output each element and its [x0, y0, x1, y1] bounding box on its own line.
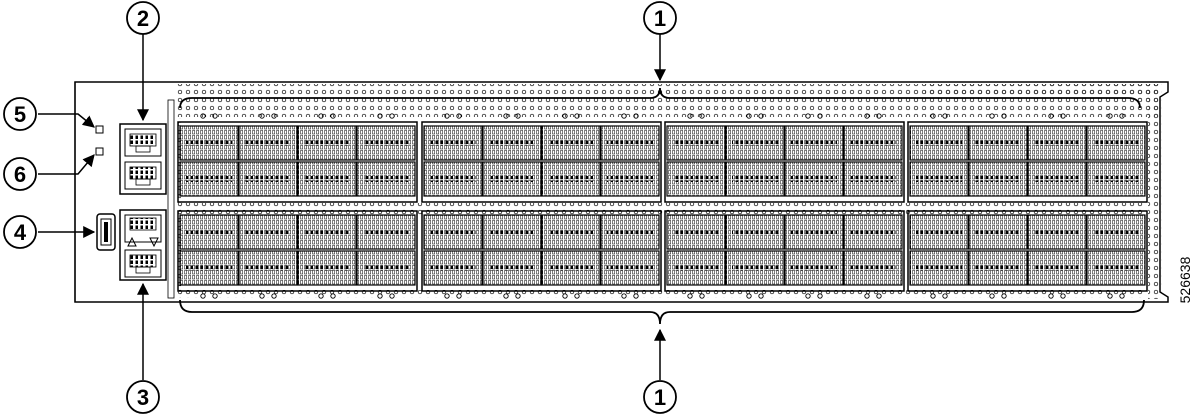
- led-top: [95, 125, 104, 134]
- leader-lines: [38, 34, 666, 380]
- top-brace: [179, 87, 1141, 109]
- callout-3: 3: [126, 380, 160, 414]
- rj45-bottom-stack: [119, 209, 167, 281]
- port-group: [907, 113, 1148, 299]
- callout-5: 5: [3, 97, 37, 131]
- callout-label: 1: [654, 385, 666, 410]
- rj45-top-stack: [119, 123, 167, 195]
- status-leds: [95, 125, 104, 156]
- figure-id: 526638: [1177, 256, 1193, 303]
- led-bottom: [95, 147, 104, 156]
- port-group: [421, 113, 662, 299]
- usb-port: [96, 213, 116, 251]
- callout-label: 3: [137, 385, 149, 410]
- callout-label: 2: [137, 6, 149, 31]
- port-group: [177, 113, 418, 299]
- callout-1-top: 1: [643, 1, 677, 35]
- callout-label: 5: [14, 102, 26, 127]
- callout-6: 6: [3, 157, 37, 191]
- port-array: [177, 113, 1148, 299]
- port-group: [664, 113, 905, 299]
- callout-2: 2: [126, 1, 160, 35]
- bottom-brace: [179, 299, 1145, 325]
- callout-1-bottom: 1: [643, 380, 677, 414]
- callout-label: 4: [14, 220, 27, 245]
- callout-label: 1: [654, 6, 666, 31]
- callout-label: 6: [14, 162, 26, 187]
- callout-4: 4: [3, 215, 37, 249]
